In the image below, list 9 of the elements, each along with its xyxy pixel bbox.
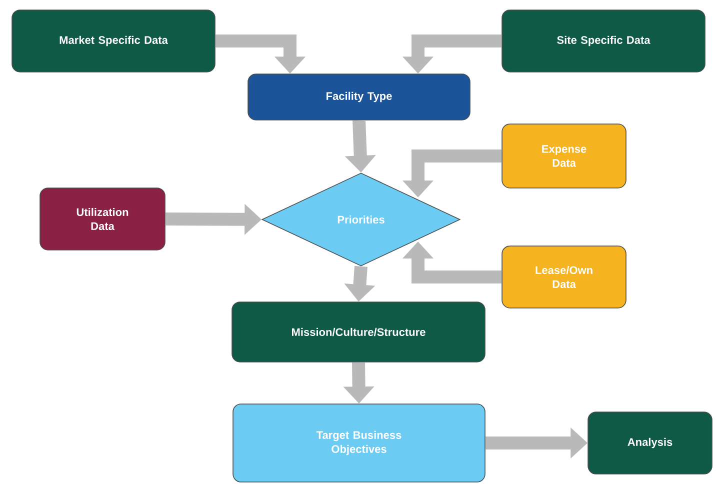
process-box: Mission/Culture/Structure: [232, 302, 486, 362]
process-box: Analysis: [588, 412, 712, 474]
process-box: Market Specific Data: [12, 10, 216, 72]
process-box: Target Business Objectives: [232, 404, 486, 482]
process-box: Lease/Own Data: [502, 246, 626, 308]
process-box: Facility Type: [248, 74, 470, 120]
process-box: Site Specific Data: [502, 10, 706, 72]
process-box: Utilization Data: [40, 188, 166, 250]
process-box: Expense Data: [502, 124, 626, 188]
